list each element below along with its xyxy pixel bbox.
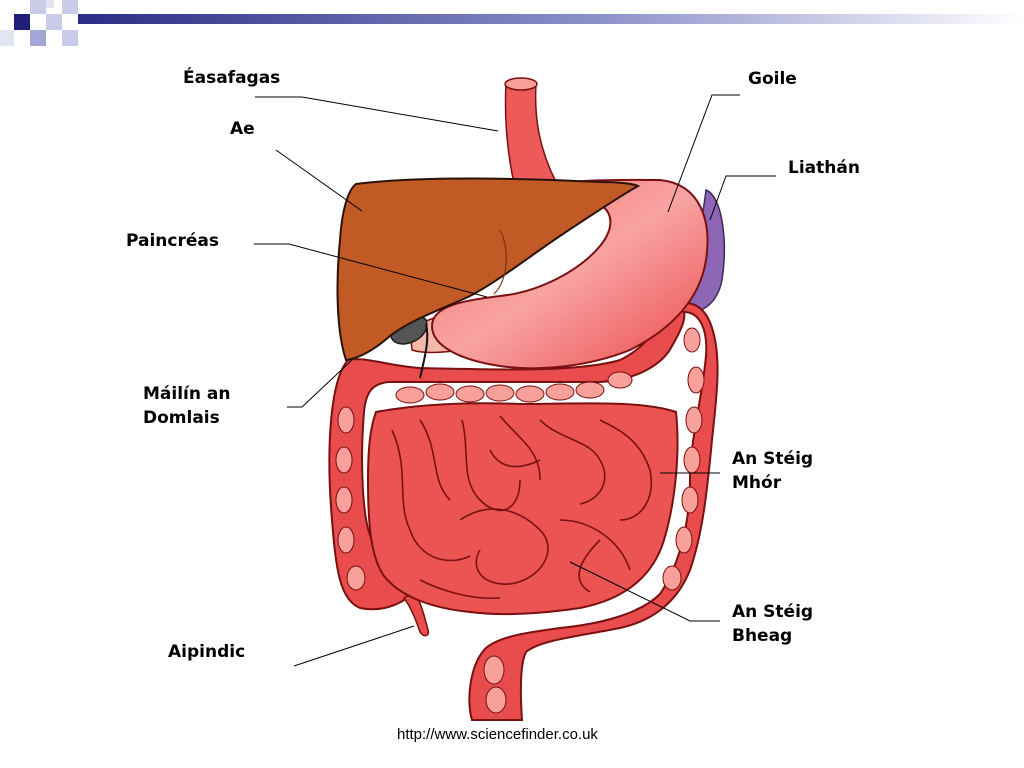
liver-lobe-line bbox=[493, 229, 507, 295]
leader-lines bbox=[254, 94, 776, 667]
appendix-shape bbox=[402, 591, 430, 637]
leader-spleen bbox=[709, 175, 776, 221]
leader-pancreas bbox=[254, 243, 488, 298]
leader-appendix bbox=[293, 625, 415, 667]
banner-squares bbox=[0, 0, 78, 46]
liver-shape bbox=[336, 177, 641, 362]
label-appendix: Aipindic bbox=[168, 642, 246, 662]
leader-small-intestine bbox=[569, 561, 720, 622]
small-intestine-shape bbox=[366, 402, 679, 616]
label-stomach: Goile bbox=[748, 69, 797, 89]
leader-gallbladder bbox=[287, 359, 353, 408]
slide-banner bbox=[0, 0, 1024, 46]
label-spleen: Liathán bbox=[788, 158, 860, 178]
leader-esophagus bbox=[255, 96, 499, 132]
label-pancreas: Paincréas bbox=[126, 231, 219, 251]
esophagus-opening bbox=[504, 77, 538, 91]
stomach-shape bbox=[430, 178, 709, 370]
esophagus-shape bbox=[504, 83, 558, 193]
banner-gradient-bar bbox=[78, 14, 1024, 24]
small-intestine-folds bbox=[391, 415, 653, 600]
leader-stomach bbox=[667, 94, 740, 213]
bile-duct bbox=[419, 323, 429, 379]
label-small-intestine: An Stéig Bheag bbox=[732, 602, 814, 646]
label-gallbladder: Máilín an Domlais bbox=[143, 384, 231, 428]
source-url: http://www.sciencefinder.co.uk bbox=[397, 726, 598, 743]
label-liver: Ae bbox=[230, 119, 255, 139]
label-large-intestine: An Stéig Mhór bbox=[732, 449, 814, 493]
leader-liver bbox=[275, 149, 363, 212]
label-esophagus: Éasafagas bbox=[183, 68, 281, 88]
colon-haustra bbox=[335, 327, 705, 714]
